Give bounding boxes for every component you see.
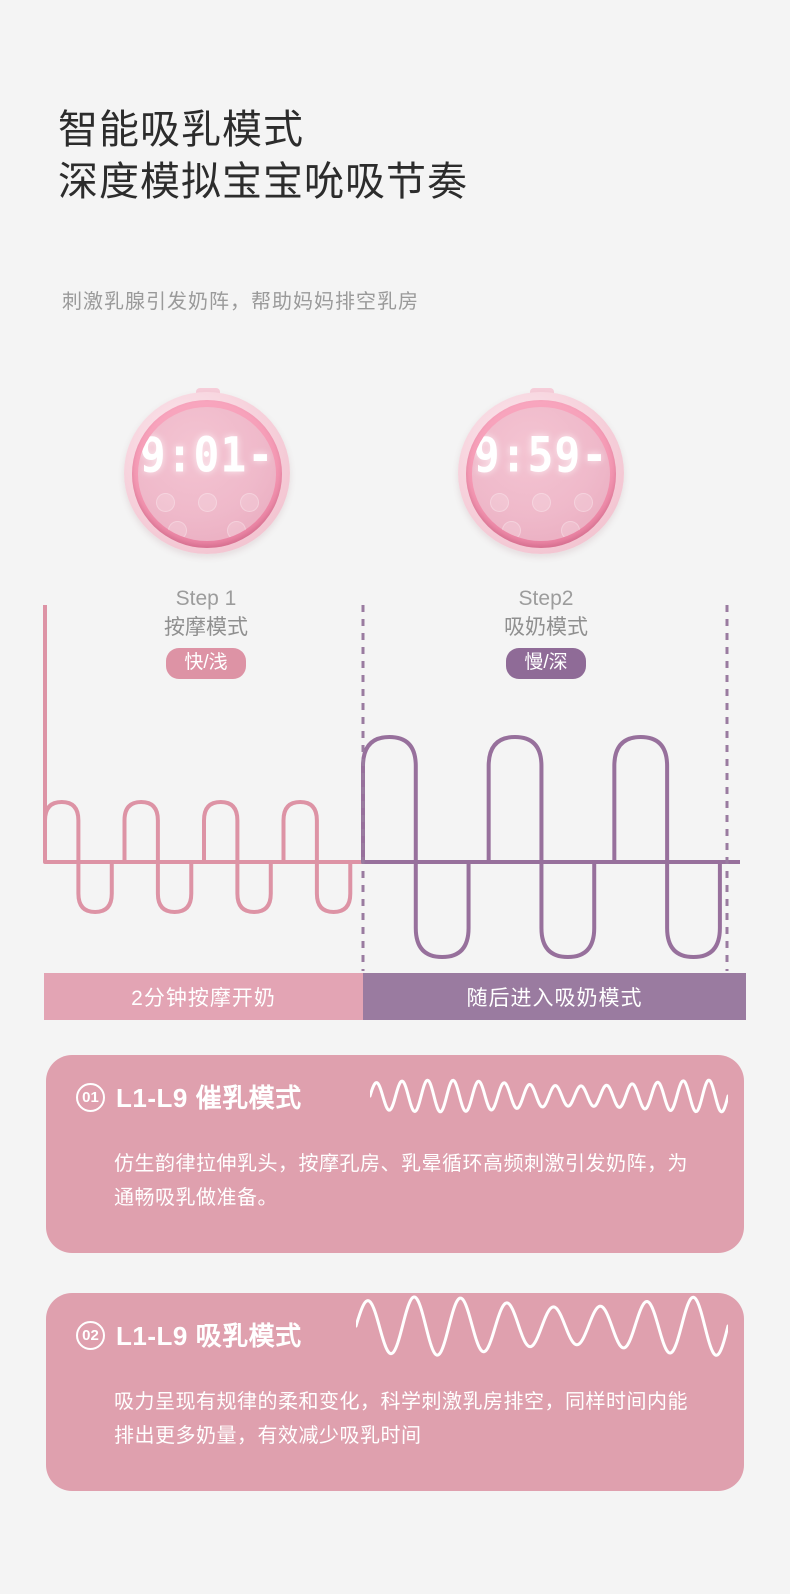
card-01-title: L1-L9 催乳模式 — [116, 1083, 302, 1113]
memory-icon — [573, 493, 593, 512]
card-02-body-text: 吸力呈现有规律的柔和变化，科学刺激乳房排空，同样时间内能排出更多奶量，有效减少吸… — [114, 1391, 688, 1447]
power-icon — [155, 493, 175, 512]
device-button-row-1 — [472, 493, 610, 512]
device-button-row-2 — [472, 521, 610, 540]
step2-pill-badge: 慢/深 — [506, 648, 586, 679]
card-01-wave-graphic — [368, 1073, 730, 1124]
device-face: 9:01- — [138, 407, 276, 541]
device-step1: 9:01- — [124, 388, 290, 554]
caption-bar-pumping: 随后进入吸奶模式 — [363, 973, 746, 1020]
purple-waveform — [361, 735, 722, 959]
device-button-row-1 — [138, 493, 276, 512]
step2-en-label: Step2 — [518, 587, 574, 610]
card-02-header: 02 L1-L9 吸乳模式 — [46, 1293, 744, 1359]
caption-bars: 2分钟按摩开奶 随后进入吸奶模式 — [44, 973, 746, 1020]
page-title-line1: 智能吸乳模式 — [58, 108, 304, 152]
page-title-line2: 深度模拟宝宝吮吸节奏 — [58, 160, 468, 204]
step1-cn-label: 按摩模式 — [164, 616, 248, 639]
power-icon — [489, 493, 509, 512]
device-step2: 9:59- — [458, 388, 624, 554]
minus-icon — [502, 521, 521, 540]
pink-waveform — [43, 800, 353, 914]
feature-card-01: 01 L1-L9 催乳模式 仿生韵律拉伸乳头，按摩孔房、乳晕循环高频刺激引发奶阵… — [46, 1055, 744, 1253]
step-label-2: Step2 吸奶模式 慢/深 — [446, 584, 646, 679]
memory-icon — [239, 493, 259, 512]
card-01-header: 01 L1-L9 催乳模式 — [46, 1055, 744, 1121]
card-01-body-text: 仿生韵律拉伸乳头，按摩孔房、乳晕循环高频刺激引发奶阵，为通畅吸乳做准备。 — [114, 1153, 688, 1209]
step1-en-label: Step 1 — [175, 587, 237, 610]
caption-bar-massage: 2分钟按摩开奶 — [44, 973, 363, 1020]
plus-icon — [227, 521, 246, 540]
step1-pill-badge: 快/浅 — [166, 648, 246, 679]
card-02-number-badge: 02 — [76, 1321, 105, 1350]
plus-icon — [561, 521, 580, 540]
step2-cn-label: 吸奶模式 — [504, 616, 588, 639]
page-header: 智能吸乳模式 深度模拟宝宝吮吸节奏 — [58, 104, 758, 208]
device-face: 9:59- — [472, 407, 610, 541]
device-illustrations: 9:01- 9:59- — [0, 388, 790, 558]
high-frequency-wave-icon — [368, 1078, 730, 1114]
mode-icon — [531, 493, 551, 512]
waveform-svg — [43, 605, 740, 971]
card-01-number-badge: 01 — [76, 1083, 105, 1112]
minus-icon — [168, 521, 187, 540]
low-frequency-wave-icon — [354, 1295, 730, 1357]
suction-waveform-chart — [0, 596, 790, 976]
page-subtitle: 刺激乳腺引发奶阵，帮助妈妈排空乳房 — [62, 291, 419, 313]
device-button-row-2 — [138, 521, 276, 540]
mode-icon — [197, 493, 217, 512]
step-label-1: Step 1 按摩模式 快/浅 — [106, 584, 306, 679]
device-display-step1: 9:01- — [139, 427, 275, 484]
card-02-wave-graphic — [354, 1295, 730, 1362]
feature-card-02: 02 L1-L9 吸乳模式 吸力呈现有规律的柔和变化，科学刺激乳房排空，同样时间… — [46, 1293, 744, 1491]
chart-dividers — [361, 605, 729, 971]
device-display-step2: 9:59- — [473, 427, 609, 484]
chart-axes — [43, 605, 740, 864]
card-02-title: L1-L9 吸乳模式 — [116, 1321, 302, 1351]
